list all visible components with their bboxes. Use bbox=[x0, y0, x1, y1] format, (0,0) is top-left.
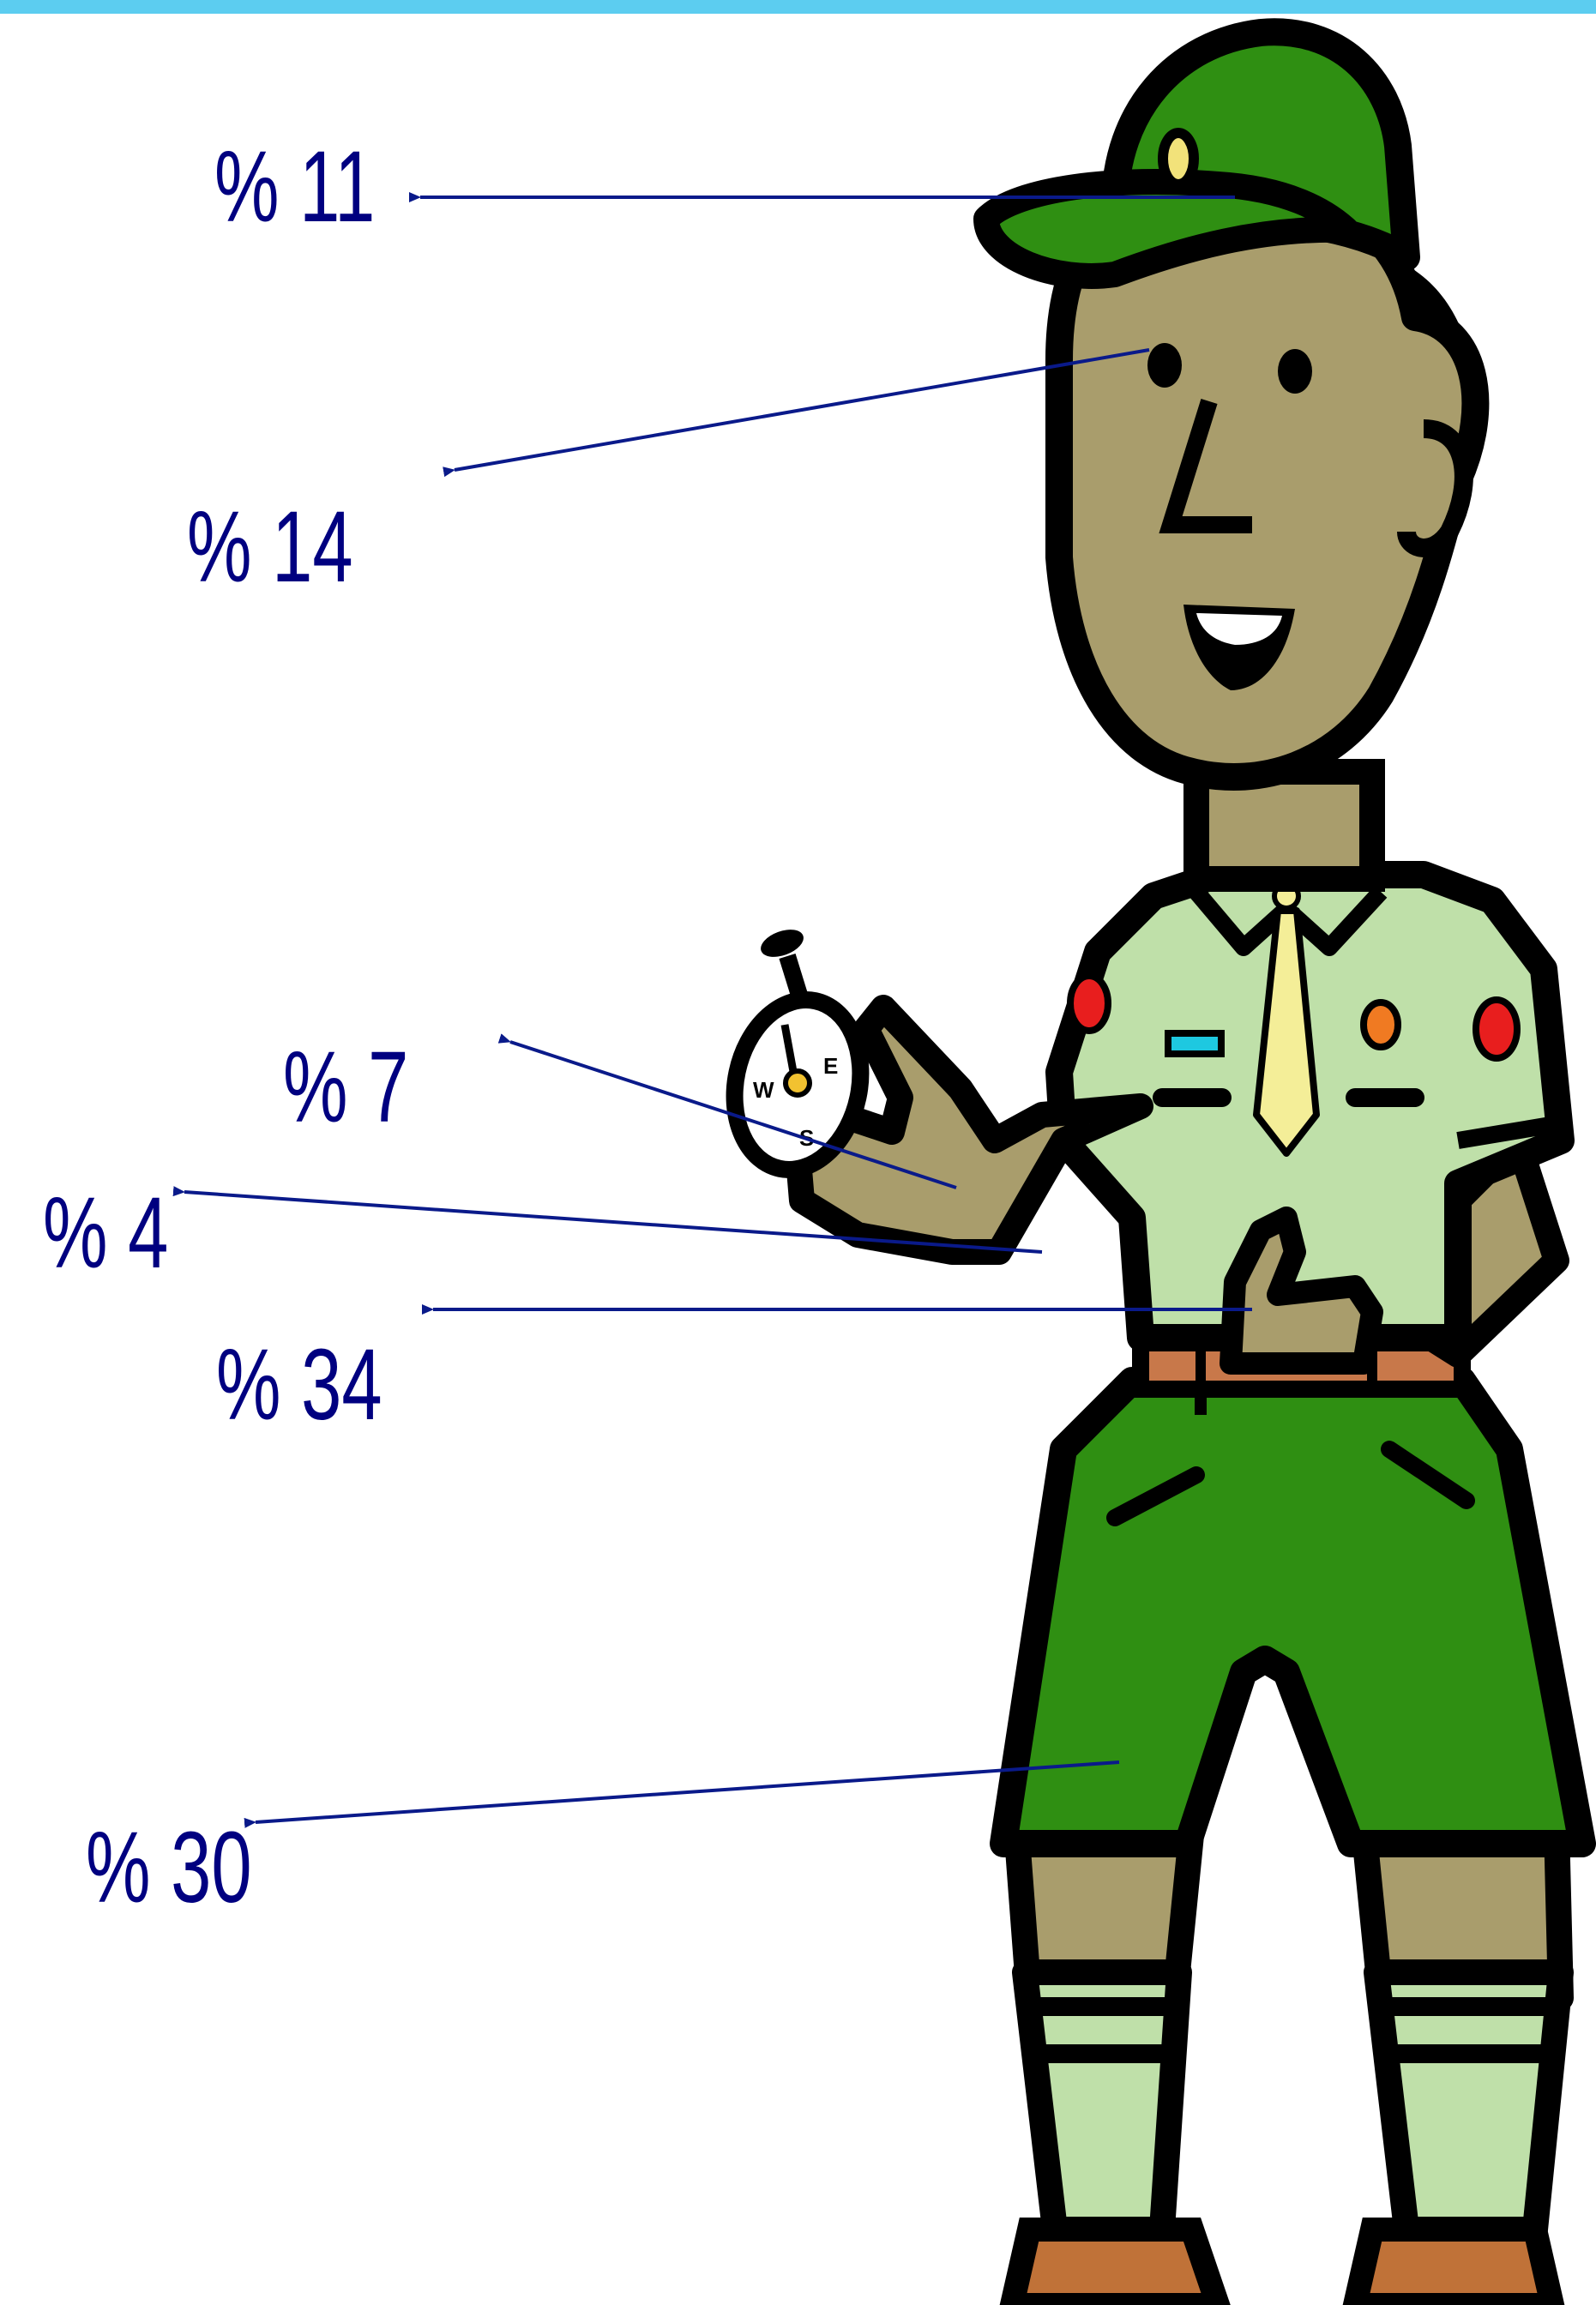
left-eye bbox=[1147, 343, 1182, 388]
right-leg bbox=[1364, 1827, 1561, 2230]
cap bbox=[986, 32, 1406, 276]
compass-west: W bbox=[753, 1077, 774, 1103]
compass-east: E bbox=[823, 1053, 838, 1079]
arrow-eyes bbox=[455, 350, 1149, 470]
arrow-legs bbox=[256, 1762, 1119, 1822]
label-legs: % 30 bbox=[86, 1810, 252, 1923]
right-eye bbox=[1278, 349, 1312, 394]
label-hand: % 4 bbox=[43, 1176, 168, 1289]
left-leg bbox=[1016, 1827, 1192, 2230]
shorts bbox=[1003, 1381, 1582, 1844]
shoes bbox=[1012, 2230, 1552, 2305]
label-cap: % 11 bbox=[214, 129, 375, 243]
label-forearm: % 7 bbox=[283, 1030, 408, 1143]
percent-labels: % 11 % 14 % 7 % 4 % 34 % 30 bbox=[43, 129, 408, 1923]
label-torso: % 34 bbox=[216, 1327, 382, 1441]
label-eyes: % 14 bbox=[187, 490, 353, 603]
